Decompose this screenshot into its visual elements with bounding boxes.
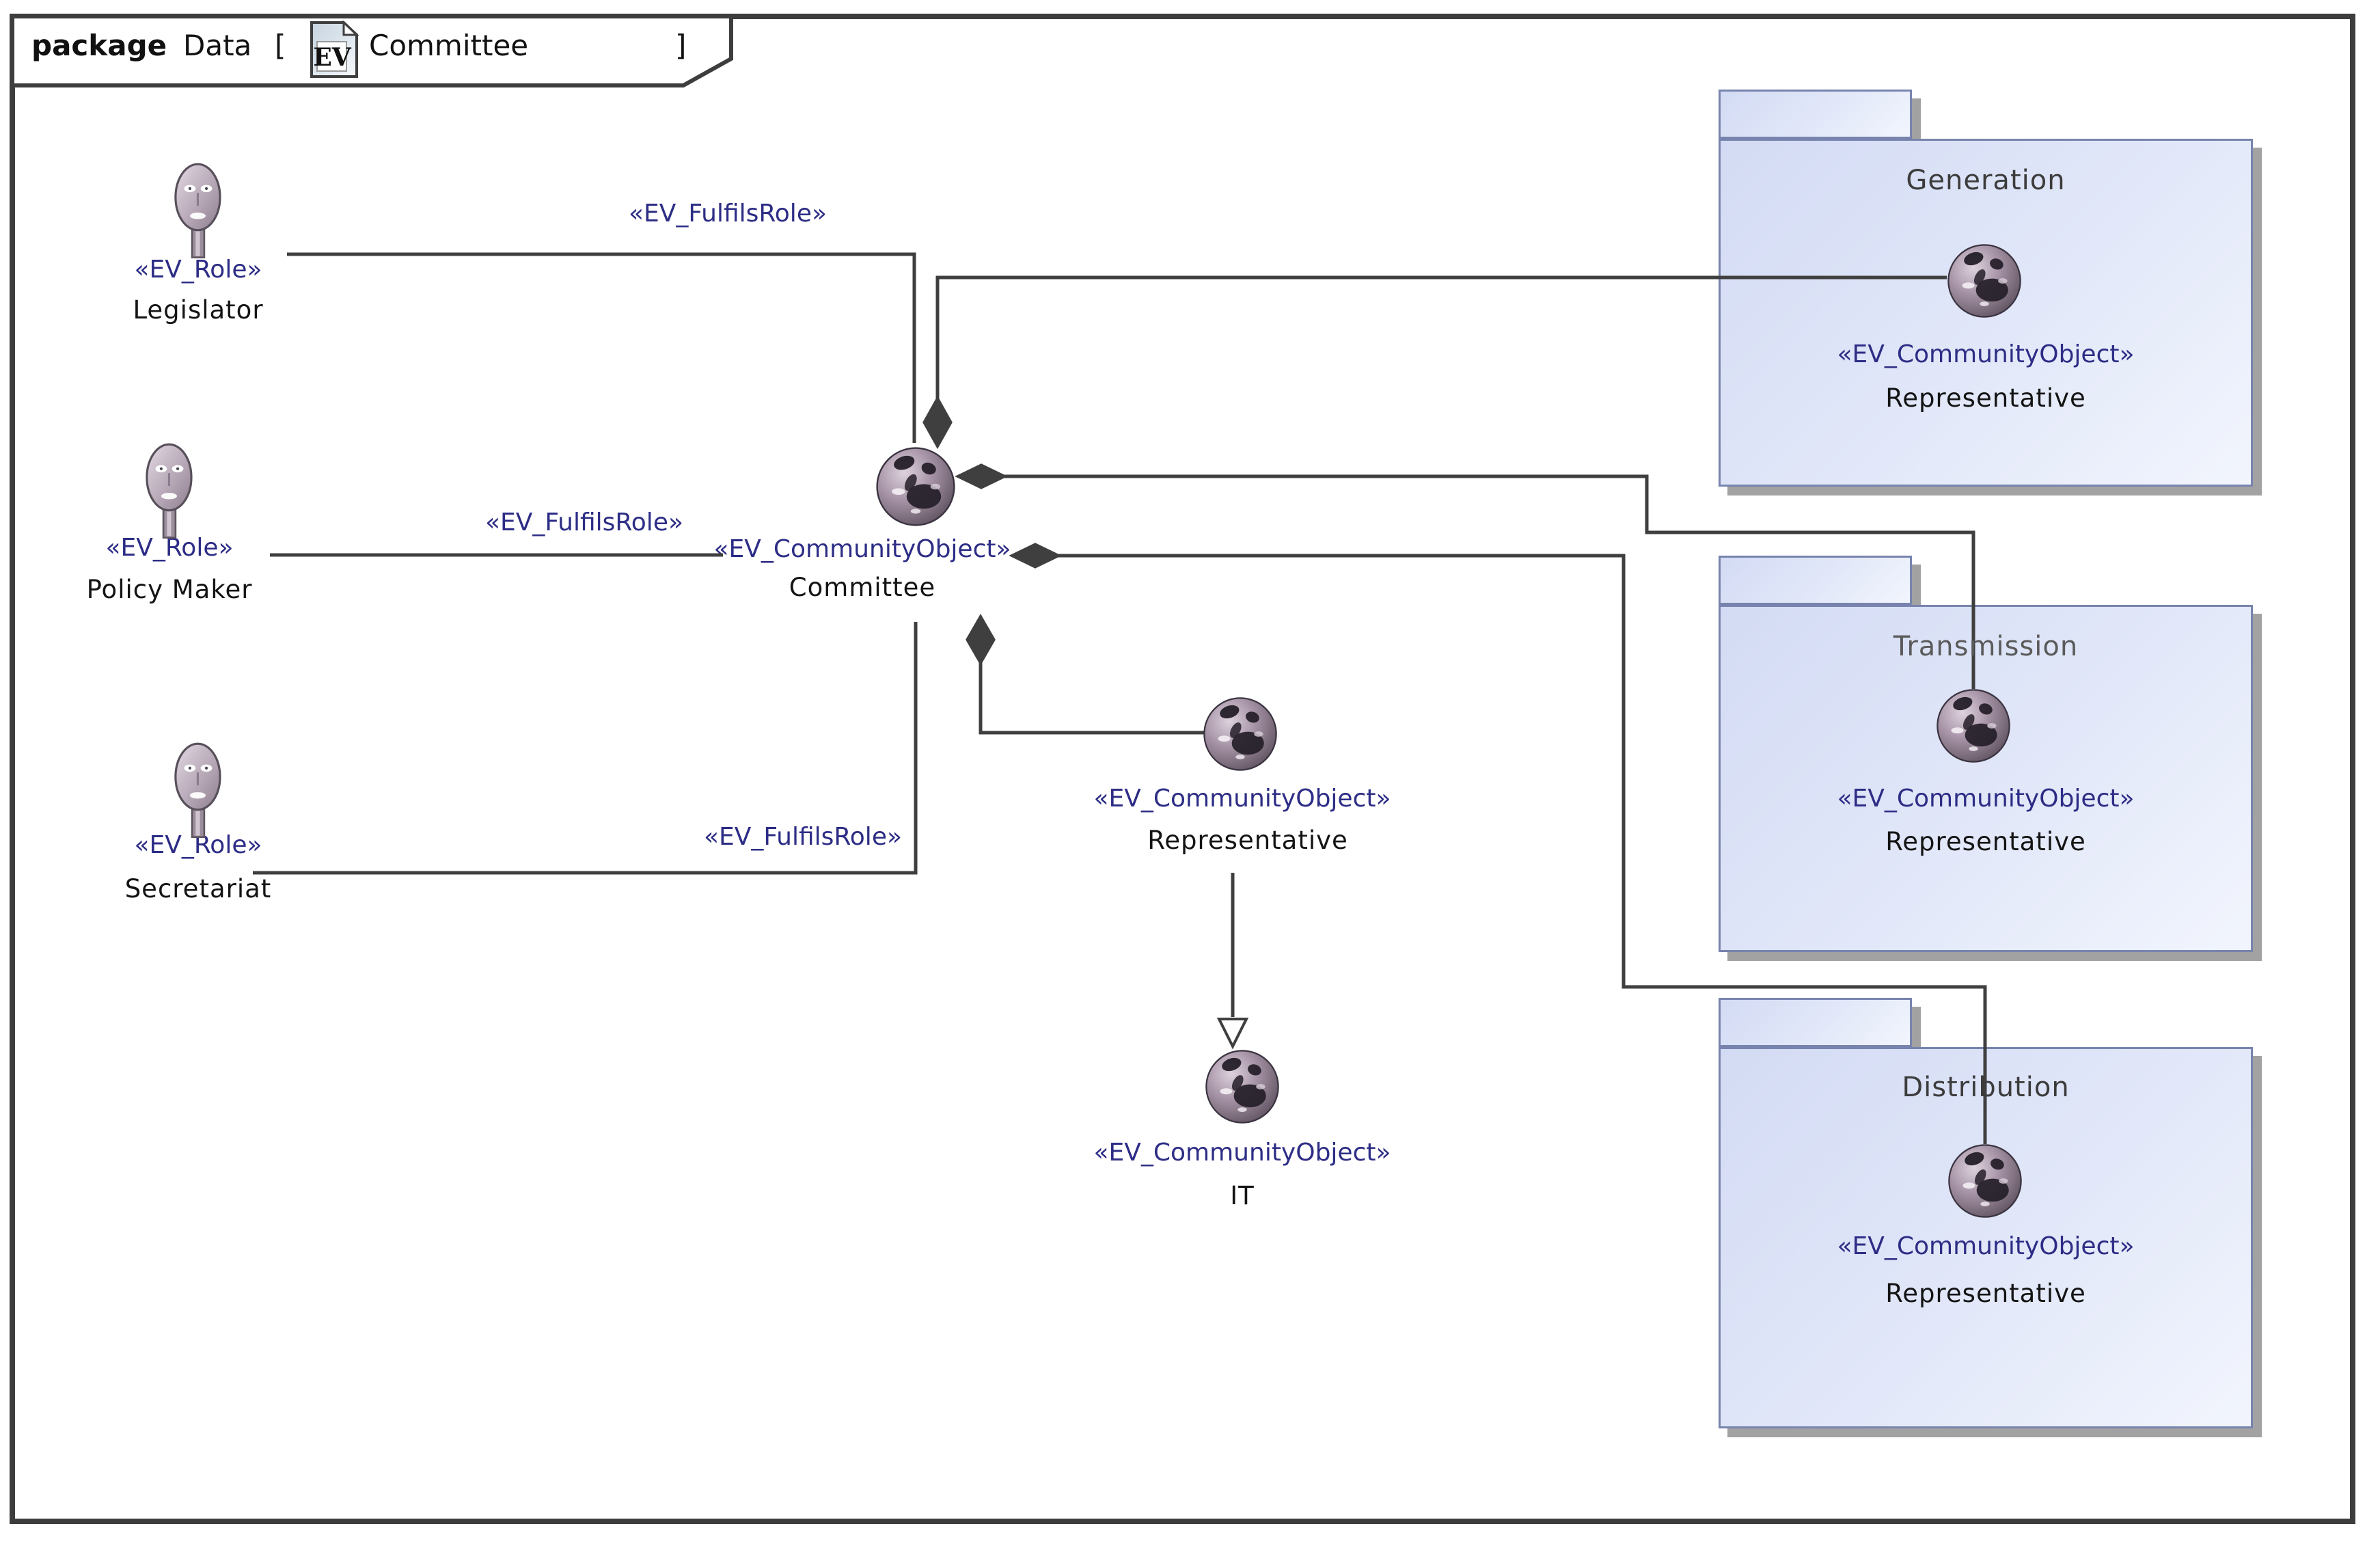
- package-generation-title[interactable]: Generation: [1906, 165, 2066, 196]
- frame-context: Data: [183, 29, 252, 62]
- legislator-name[interactable]: Legislator: [133, 295, 264, 325]
- distribution-rep-stereotype: «EV_CommunityObject»: [1837, 1232, 2135, 1260]
- package-distribution-title[interactable]: Distribution: [1902, 1072, 2070, 1103]
- package-distribution-tab[interactable]: [1719, 998, 1912, 1047]
- distribution-rep-name[interactable]: Representative: [1885, 1279, 2086, 1308]
- representative-name[interactable]: Representative: [1147, 826, 1348, 855]
- representative-stereotype: «EV_CommunityObject»: [1093, 785, 1391, 813]
- package-generation-tab[interactable]: [1719, 90, 1912, 139]
- package-transmission-title[interactable]: Transmission: [1893, 631, 2079, 662]
- it-name[interactable]: IT: [1230, 1181, 1255, 1210]
- generation-rep-name[interactable]: Representative: [1885, 383, 2086, 413]
- secretariat-name[interactable]: Secretariat: [124, 874, 272, 904]
- fulfilsrole-label-legislator: «EV_FulfilsRole»: [629, 200, 827, 228]
- committee-stereotype: «EV_CommunityObject»: [713, 535, 1011, 563]
- frame-open-bracket: [: [275, 29, 286, 62]
- package-transmission-tab[interactable]: [1719, 556, 1912, 605]
- transmission-rep-name[interactable]: Representative: [1885, 827, 2086, 856]
- frame-keyword: package: [31, 29, 167, 62]
- policy-maker-name[interactable]: Policy Maker: [86, 575, 253, 604]
- generation-rep-stereotype: «EV_CommunityObject»: [1837, 340, 2135, 368]
- fulfilsrole-label-secretariat: «EV_FulfilsRole»: [704, 823, 902, 851]
- policy-maker-stereotype: «EV_Role»: [105, 534, 234, 562]
- transmission-rep-stereotype: «EV_CommunityObject»: [1837, 785, 2135, 813]
- legislator-stereotype: «EV_Role»: [134, 256, 262, 284]
- fulfilsrole-label-policymaker: «EV_FulfilsRole»: [485, 508, 683, 537]
- committee-name[interactable]: Committee: [789, 573, 936, 602]
- frame-close-bracket: ]: [675, 29, 687, 62]
- secretariat-stereotype: «EV_Role»: [134, 831, 262, 859]
- it-stereotype: «EV_CommunityObject»: [1093, 1139, 1391, 1167]
- frame-diagram-name: Committee: [369, 29, 529, 62]
